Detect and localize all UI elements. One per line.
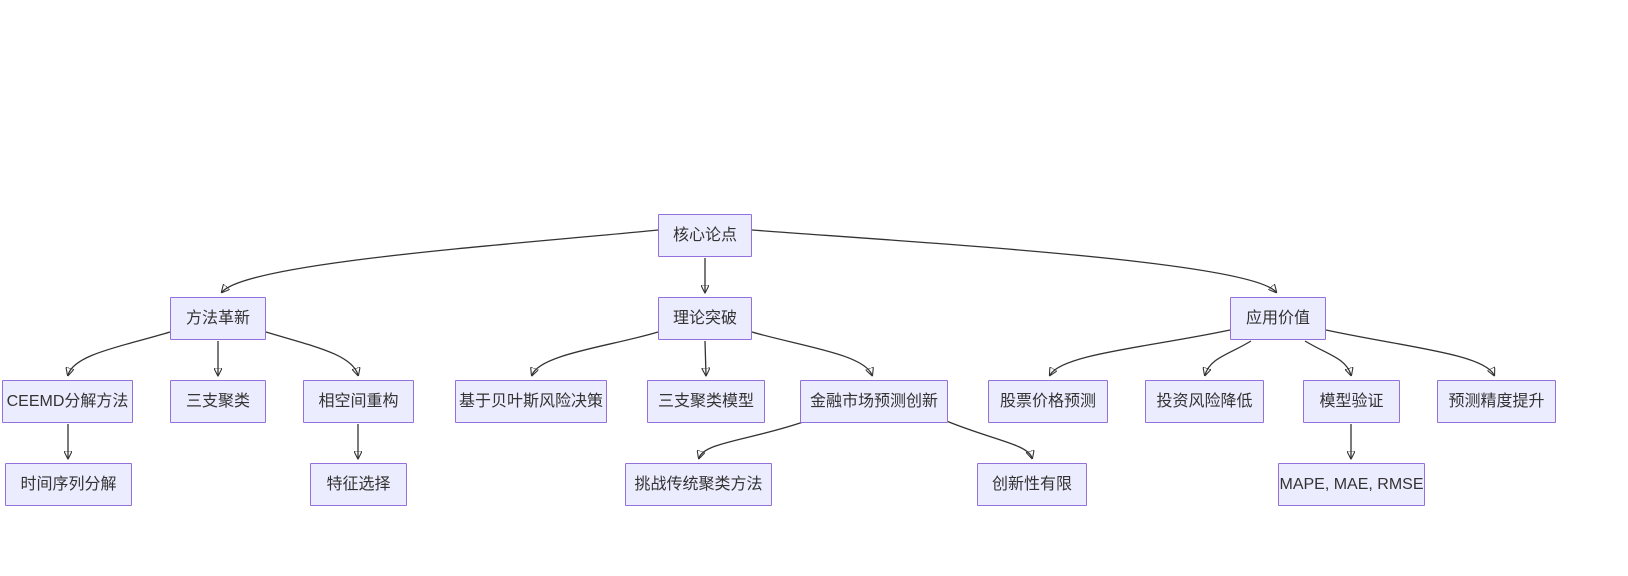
node-limited-innovation: 创新性有限 bbox=[977, 463, 1087, 506]
edge-core-thesis-to-method-innovation bbox=[222, 229, 659, 292]
edge-application-value-to-model-validation bbox=[1304, 340, 1351, 375]
node-bayesian-risk-decision: 基于贝叶斯风险决策 bbox=[455, 380, 607, 423]
edge-application-value-to-investment-risk-reduction bbox=[1205, 340, 1252, 375]
node-limited-innovation-label: 创新性有限 bbox=[991, 475, 1072, 493]
node-method-innovation-label: 方法革新 bbox=[185, 309, 250, 327]
node-method-innovation: 方法革新 bbox=[170, 297, 266, 340]
node-bayesian-risk-decision-label: 基于贝叶斯风险决策 bbox=[458, 392, 603, 410]
edge-theoretical-breakthrough-to-three-way-clustering-model bbox=[705, 340, 706, 375]
node-forecast-accuracy-improvement-label: 预测精度提升 bbox=[1448, 392, 1545, 410]
node-theoretical-breakthrough: 理论突破 bbox=[658, 297, 752, 340]
node-evaluation-metrics: MAPE, MAE, RMSE bbox=[1278, 463, 1425, 506]
node-three-way-clustering-model: 三支聚类模型 bbox=[647, 380, 765, 423]
node-ceemd-decomposition: CEEMD分解方法 bbox=[2, 380, 133, 423]
node-three-way-clustering-label: 三支聚类 bbox=[185, 392, 250, 410]
node-three-way-clustering: 三支聚类 bbox=[170, 380, 266, 423]
node-model-validation: 模型验证 bbox=[1303, 380, 1400, 423]
node-three-way-clustering-model-label: 三支聚类模型 bbox=[657, 392, 754, 410]
node-feature-selection-label: 特征选择 bbox=[326, 475, 391, 493]
node-core-thesis: 核心论点 bbox=[658, 214, 752, 257]
node-time-series-decomposition-label: 时间序列分解 bbox=[20, 475, 117, 493]
node-core-thesis-label: 核心论点 bbox=[672, 226, 737, 244]
edge-method-innovation-to-phase-space-reconstruction bbox=[265, 331, 358, 375]
node-feature-selection: 特征选择 bbox=[310, 463, 407, 506]
edge-theoretical-breakthrough-to-bayesian-risk-decision bbox=[532, 331, 659, 375]
node-stock-price-prediction: 股票价格预测 bbox=[988, 380, 1108, 423]
node-investment-risk-reduction: 投资风险降低 bbox=[1145, 380, 1264, 423]
node-ceemd-decomposition-label: CEEMD分解方法 bbox=[6, 392, 129, 410]
node-phase-space-reconstruction-label: 相空间重构 bbox=[318, 392, 399, 410]
node-application-value: 应用价值 bbox=[1230, 297, 1326, 340]
node-theoretical-breakthrough-label: 理论突破 bbox=[672, 309, 737, 327]
node-phase-space-reconstruction: 相空间重构 bbox=[303, 380, 414, 423]
node-time-series-decomposition: 时间序列分解 bbox=[5, 463, 132, 506]
edge-application-value-to-forecast-accuracy-improvement bbox=[1325, 329, 1494, 375]
edge-financial-market-forecast-innovation-to-challenge-traditional-clustering bbox=[699, 420, 807, 458]
node-financial-market-forecast-innovation-label: 金融市场预测创新 bbox=[809, 392, 938, 410]
edge-application-value-to-stock-price-prediction bbox=[1050, 329, 1231, 375]
node-forecast-accuracy-improvement: 预测精度提升 bbox=[1437, 380, 1556, 423]
node-challenge-traditional-clustering: 挑战传统聚类方法 bbox=[625, 463, 772, 506]
node-challenge-traditional-clustering-label: 挑战传统聚类方法 bbox=[634, 475, 763, 493]
node-evaluation-metrics-label: MAPE, MAE, RMSE bbox=[1279, 475, 1424, 493]
edge-method-innovation-to-ceemd-decomposition bbox=[68, 331, 171, 375]
node-investment-risk-reduction-label: 投资风险降低 bbox=[1156, 392, 1253, 410]
edge-theoretical-breakthrough-to-financial-market-forecast-innovation bbox=[751, 331, 872, 375]
edge-financial-market-forecast-innovation-to-limited-innovation bbox=[943, 419, 1032, 458]
node-financial-market-forecast-innovation: 金融市场预测创新 bbox=[800, 380, 948, 423]
edge-core-thesis-to-application-value bbox=[751, 229, 1276, 292]
node-stock-price-prediction-label: 股票价格预测 bbox=[999, 392, 1096, 410]
node-model-validation-label: 模型验证 bbox=[1319, 392, 1384, 410]
node-application-value-label: 应用价值 bbox=[1245, 309, 1310, 327]
